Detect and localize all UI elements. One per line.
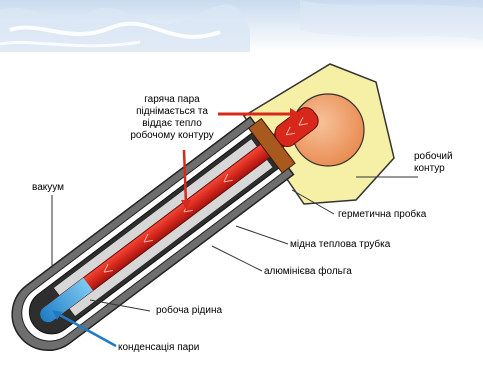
label-seal-plug: герметична пробка — [338, 209, 426, 221]
label-vacuum: вакуум — [32, 182, 64, 194]
background-texture — [0, 0, 483, 52]
label-aluminum-foil: алюмінієва фольга — [264, 266, 352, 278]
hot-vapor-line-4: робочому контуру — [124, 130, 220, 142]
label-hot-vapor: гаряча пара піднімається та віддає тепло… — [124, 94, 220, 142]
hot-vapor-line-1: гаряча пара — [124, 94, 220, 106]
label-working-circuit: робочий контур — [414, 151, 453, 175]
label-copper-pipe: мідна теплова трубка — [290, 239, 390, 251]
label-vapor-condensation: конденсація пари — [118, 342, 199, 354]
hot-vapor-line-3: віддає тепло — [124, 118, 220, 130]
label-working-fluid: робоча рідина — [156, 305, 222, 317]
working-circuit-line-2: контур — [414, 163, 453, 175]
hot-vapor-line-2: піднімається та — [124, 106, 220, 118]
working-circuit-line-1: робочий — [414, 151, 453, 163]
